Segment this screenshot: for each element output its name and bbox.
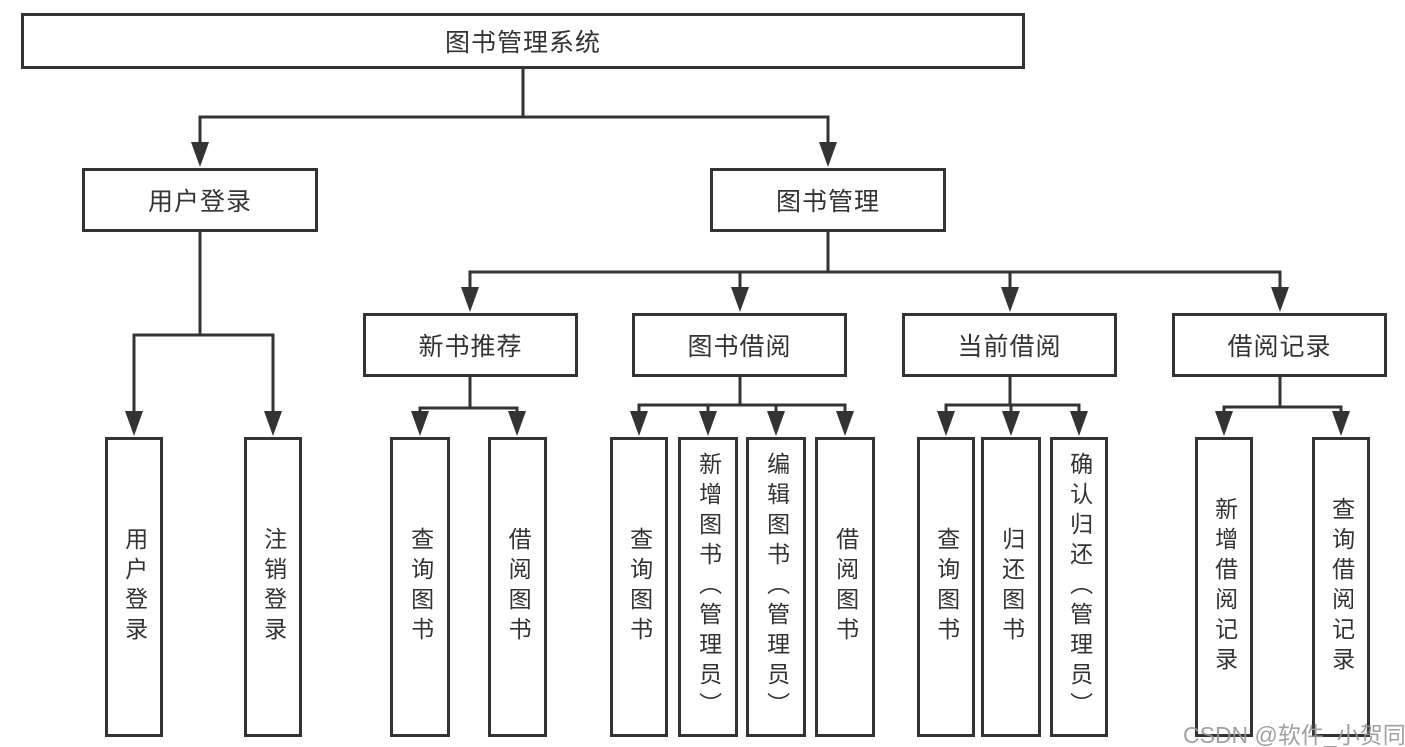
leaf-confirm-return-admin: 确认归还（管理员）: [1050, 437, 1108, 737]
node-label: 图书管理系统: [444, 29, 601, 57]
node-label: 用户登录: [147, 188, 252, 216]
leaf-return-book: 归还图书: [981, 437, 1041, 737]
leaf-borrow-books-recommend: 借阅图书: [488, 437, 547, 737]
node-user-login: 用户登录: [82, 168, 318, 232]
node-new-book-recommend: 新书推荐: [363, 313, 578, 377]
node-label: 图书借阅: [687, 333, 792, 361]
leaf-user-login: 用户登录: [105, 437, 163, 737]
csdn-watermark: CSDN @软件_小贺同学: [1183, 722, 1405, 747]
leaf-label: 归还图书: [998, 527, 1025, 647]
leaf-query-books-current: 查询图书: [917, 437, 975, 737]
leaf-query-books-recommend: 查询图书: [390, 437, 450, 737]
node-label: 当前借阅: [957, 333, 1062, 361]
node-label: 借阅记录: [1227, 333, 1332, 361]
leaf-label: 新增图书（管理员）: [695, 452, 722, 722]
leaf-label: 确认归还（管理员）: [1066, 452, 1093, 722]
leaf-label: 注销登录: [260, 527, 287, 647]
leaf-query-borrow-record: 查询借阅记录: [1312, 437, 1370, 737]
leaf-label: 查询借阅记录: [1328, 497, 1355, 677]
node-label: 图书管理: [775, 188, 880, 216]
node-label: 新书推荐: [418, 333, 523, 361]
leaf-query-books-borrowing: 查询图书: [610, 437, 668, 737]
leaf-label: 用户登录: [121, 527, 148, 647]
leaf-borrow-books-borrowing: 借阅图书: [815, 437, 875, 737]
leaf-logout: 注销登录: [244, 437, 302, 737]
leaf-label: 查询图书: [933, 527, 960, 647]
leaf-label: 借阅图书: [505, 527, 532, 647]
leaf-label: 查询图书: [407, 527, 434, 647]
leaf-label: 查询图书: [626, 527, 653, 647]
leaf-label: 新增借阅记录: [1211, 497, 1238, 677]
leaf-add-book-admin: 新增图书（管理员）: [678, 437, 738, 737]
node-book-management: 图书管理: [710, 168, 946, 232]
node-current-borrowing: 当前借阅: [902, 313, 1117, 377]
leaf-add-borrow-record: 新增借阅记录: [1195, 437, 1253, 737]
node-borrowing-records: 借阅记录: [1172, 313, 1387, 377]
leaf-edit-book-admin: 编辑图书（管理员）: [746, 437, 806, 737]
leaf-label: 借阅图书: [832, 527, 859, 647]
leaf-label: 编辑图书（管理员）: [763, 452, 790, 722]
node-book-borrowing: 图书借阅: [632, 313, 847, 377]
node-library-management-system: 图书管理系统: [21, 13, 1025, 69]
